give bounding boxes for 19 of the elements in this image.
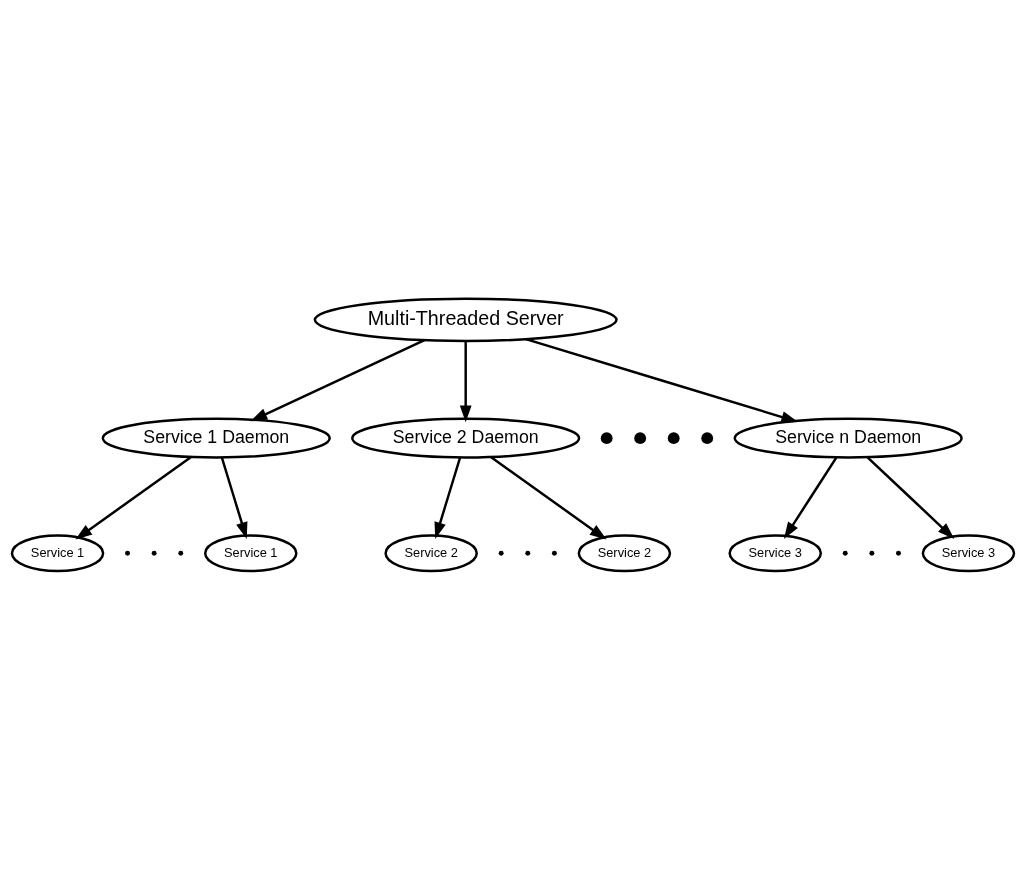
arrow [250, 338, 425, 421]
node-ellipse: Service 2 Daemon [351, 417, 581, 459]
node-ellipse: Service 2 [384, 533, 478, 572]
arrow [75, 455, 192, 540]
arrow [866, 456, 955, 539]
arrow [783, 456, 838, 539]
node-ellipse: Service n Daemon [733, 417, 963, 459]
arrow [490, 455, 607, 540]
node-ellipse: Service 1 Daemon [101, 417, 331, 459]
node-ellipse: Service 3 [728, 533, 823, 572]
node-ellipse: Multi-Threaded Server [313, 297, 618, 342]
arrow [220, 457, 248, 539]
node-ellipse: Service 1 [203, 533, 298, 572]
arrow [459, 340, 472, 422]
node-ellipse: Service 1 [10, 533, 105, 572]
arrow [434, 457, 462, 539]
arrow [525, 337, 799, 423]
node-ellipse: Service 3 [921, 533, 1016, 572]
node-ellipse: Service 2 [577, 533, 672, 572]
